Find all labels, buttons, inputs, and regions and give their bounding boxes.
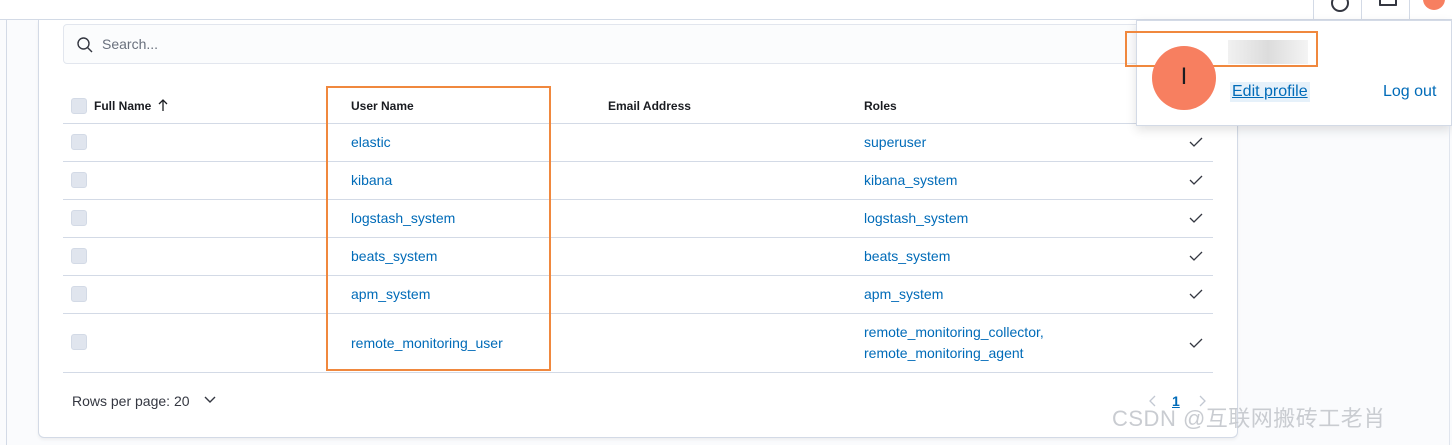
- user-menu-button[interactable]: [1409, 0, 1452, 20]
- user-name-link[interactable]: beats_system: [351, 248, 438, 264]
- reserved-check-icon: [1189, 338, 1203, 348]
- edit-profile-link[interactable]: Edit profile: [1230, 82, 1310, 102]
- row-divider: [63, 199, 1213, 200]
- row-divider: [63, 161, 1213, 162]
- role-link[interactable]: beats_system: [864, 248, 951, 264]
- row-checkbox[interactable]: [71, 286, 87, 302]
- reserved-check-icon: [1189, 175, 1203, 185]
- right-divider: [1449, 126, 1450, 445]
- search-icon: [77, 37, 93, 53]
- role-link[interactable]: apm_system: [864, 286, 944, 302]
- side-nav-border: [6, 20, 7, 445]
- row-checkbox[interactable]: [71, 248, 87, 264]
- watermark: CSDN @互联网搬砖工老肖: [1112, 406, 1386, 431]
- log-out-link[interactable]: Log out: [1383, 83, 1437, 100]
- row-checkbox[interactable]: [71, 172, 87, 188]
- column-header-email[interactable]: Email Address: [608, 99, 691, 113]
- row-divider: [63, 372, 1213, 373]
- user-name-link[interactable]: elastic: [351, 134, 391, 150]
- role-link[interactable]: kibana_system: [864, 172, 958, 188]
- top-header: [0, 0, 1452, 20]
- chevron-left-icon[interactable]: [1148, 394, 1158, 408]
- pagination-page-1[interactable]: 1: [1172, 393, 1180, 409]
- popover-avatar: I: [1152, 46, 1216, 110]
- row-checkbox[interactable]: [71, 210, 87, 226]
- row-checkbox[interactable]: [71, 134, 87, 150]
- user-name-link[interactable]: apm_system: [351, 286, 431, 302]
- rows-per-page-button[interactable]: Rows per page: 20: [72, 393, 190, 409]
- search-input[interactable]: [102, 25, 1102, 63]
- column-header-full-name[interactable]: Full Name: [94, 99, 152, 113]
- sort-ascending-icon: [158, 99, 168, 111]
- role-link[interactable]: logstash_system: [864, 210, 969, 226]
- role-link[interactable]: remote_monitoring_agent: [864, 345, 1024, 361]
- search-box[interactable]: [63, 24, 1213, 64]
- role-link[interactable]: remote_monitoring_collector,: [864, 324, 1044, 340]
- column-header-user-name[interactable]: User Name: [351, 99, 414, 113]
- redacted-user-name: [1228, 40, 1308, 64]
- reserved-check-icon: [1189, 213, 1203, 223]
- row-divider: [63, 237, 1213, 238]
- reserved-check-icon: [1189, 137, 1203, 147]
- header-avatar[interactable]: [1423, 0, 1445, 10]
- users-panel: [38, 20, 1238, 438]
- column-header-roles: Roles: [864, 99, 897, 113]
- annotation-box-user-full-name: [1125, 31, 1318, 67]
- header-divider: [63, 123, 1213, 124]
- reserved-check-icon: [1189, 289, 1203, 299]
- newsfeed-button[interactable]: [1361, 0, 1409, 20]
- role-link[interactable]: superuser: [864, 134, 927, 150]
- select-all-checkbox[interactable]: [71, 98, 87, 114]
- chevron-down-icon[interactable]: [203, 395, 217, 405]
- reserved-check-icon: [1189, 251, 1203, 261]
- user-name-link[interactable]: logstash_system: [351, 210, 456, 226]
- row-checkbox[interactable]: [71, 334, 87, 350]
- user-name-link[interactable]: remote_monitoring_user: [351, 335, 503, 351]
- help-menu-button[interactable]: [1313, 0, 1361, 20]
- row-divider: [63, 313, 1213, 314]
- user-name-link[interactable]: kibana: [351, 172, 393, 188]
- row-divider: [63, 275, 1213, 276]
- chevron-right-icon[interactable]: [1197, 394, 1207, 408]
- annotation-box-user-names: [326, 86, 551, 371]
